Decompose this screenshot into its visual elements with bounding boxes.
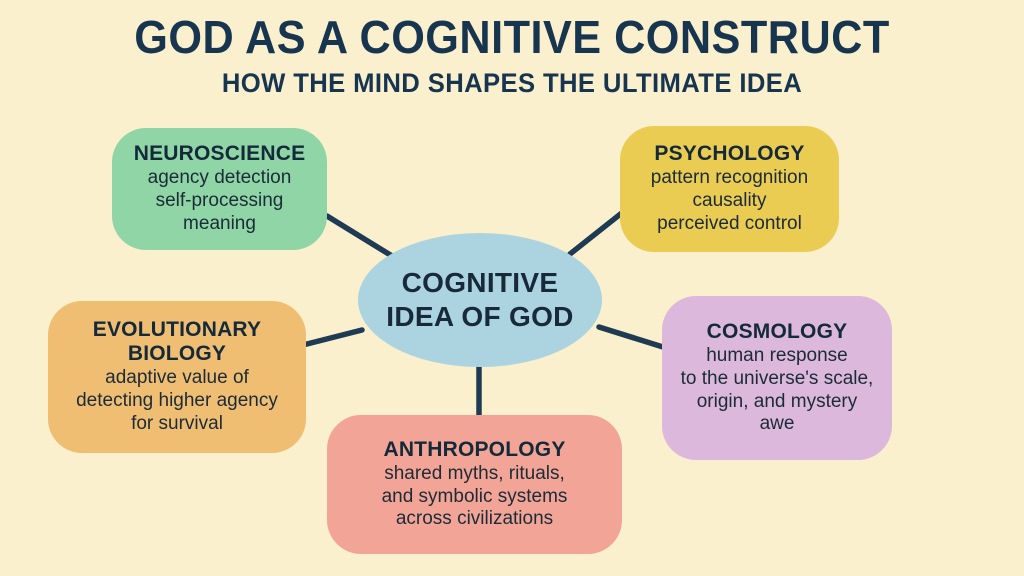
node-cosmology-title: COSMOLOGY [706,319,848,343]
node-psychology-title: PSYCHOLOGY [654,142,805,166]
connector-center-to-psychology [567,209,626,257]
page-title: GOD AS A COGNITIVE CONSTRUCT [134,11,890,63]
node-anthropology[interactable]: ANTHROPOLOGY shared myths, rituals, and … [327,415,622,554]
node-psychology[interactable]: PSYCHOLOGY pattern recognition causality… [620,126,839,252]
node-evolutionary-biology-body: adaptive value of detecting higher agenc… [76,367,278,435]
node-neuroscience[interactable]: NEUROSCIENCE agency detection self-proce… [112,128,327,250]
connector-center-to-neuroscience [324,213,395,259]
title-block: GOD AS A COGNITIVE CONSTRUCT HOW THE MIN… [0,11,1024,99]
node-center-title: COGNITIVE IDEA OF GOD [386,267,574,332]
node-neuroscience-title: NEUROSCIENCE [133,142,306,166]
page-subtitle: HOW THE MIND SHAPES THE ULTIMATE IDEA [221,67,803,98]
node-psychology-body: pattern recognition causality perceived … [650,167,809,234]
connector-center-to-cosmology [596,324,666,350]
node-anthropology-body: shared myths, rituals, and symbolic syst… [381,462,568,530]
connector-center-to-evolutionary-biology [300,327,365,348]
node-cosmology-body: human response to the universe's scale, … [680,344,874,435]
node-evolutionary-biology[interactable]: EVOLUTIONARY BIOLOGY adaptive value of d… [48,301,306,453]
node-neuroscience-body: agency detection self-processing meaning [147,167,292,234]
node-cognitive-idea-of-god[interactable]: COGNITIVE IDEA OF GOD [358,233,602,367]
node-anthropology-title: ANTHROPOLOGY [383,437,566,461]
node-cosmology[interactable]: COSMOLOGY human response to the universe… [662,296,892,460]
node-evolutionary-biology-title: EVOLUTIONARY BIOLOGY [92,318,262,366]
